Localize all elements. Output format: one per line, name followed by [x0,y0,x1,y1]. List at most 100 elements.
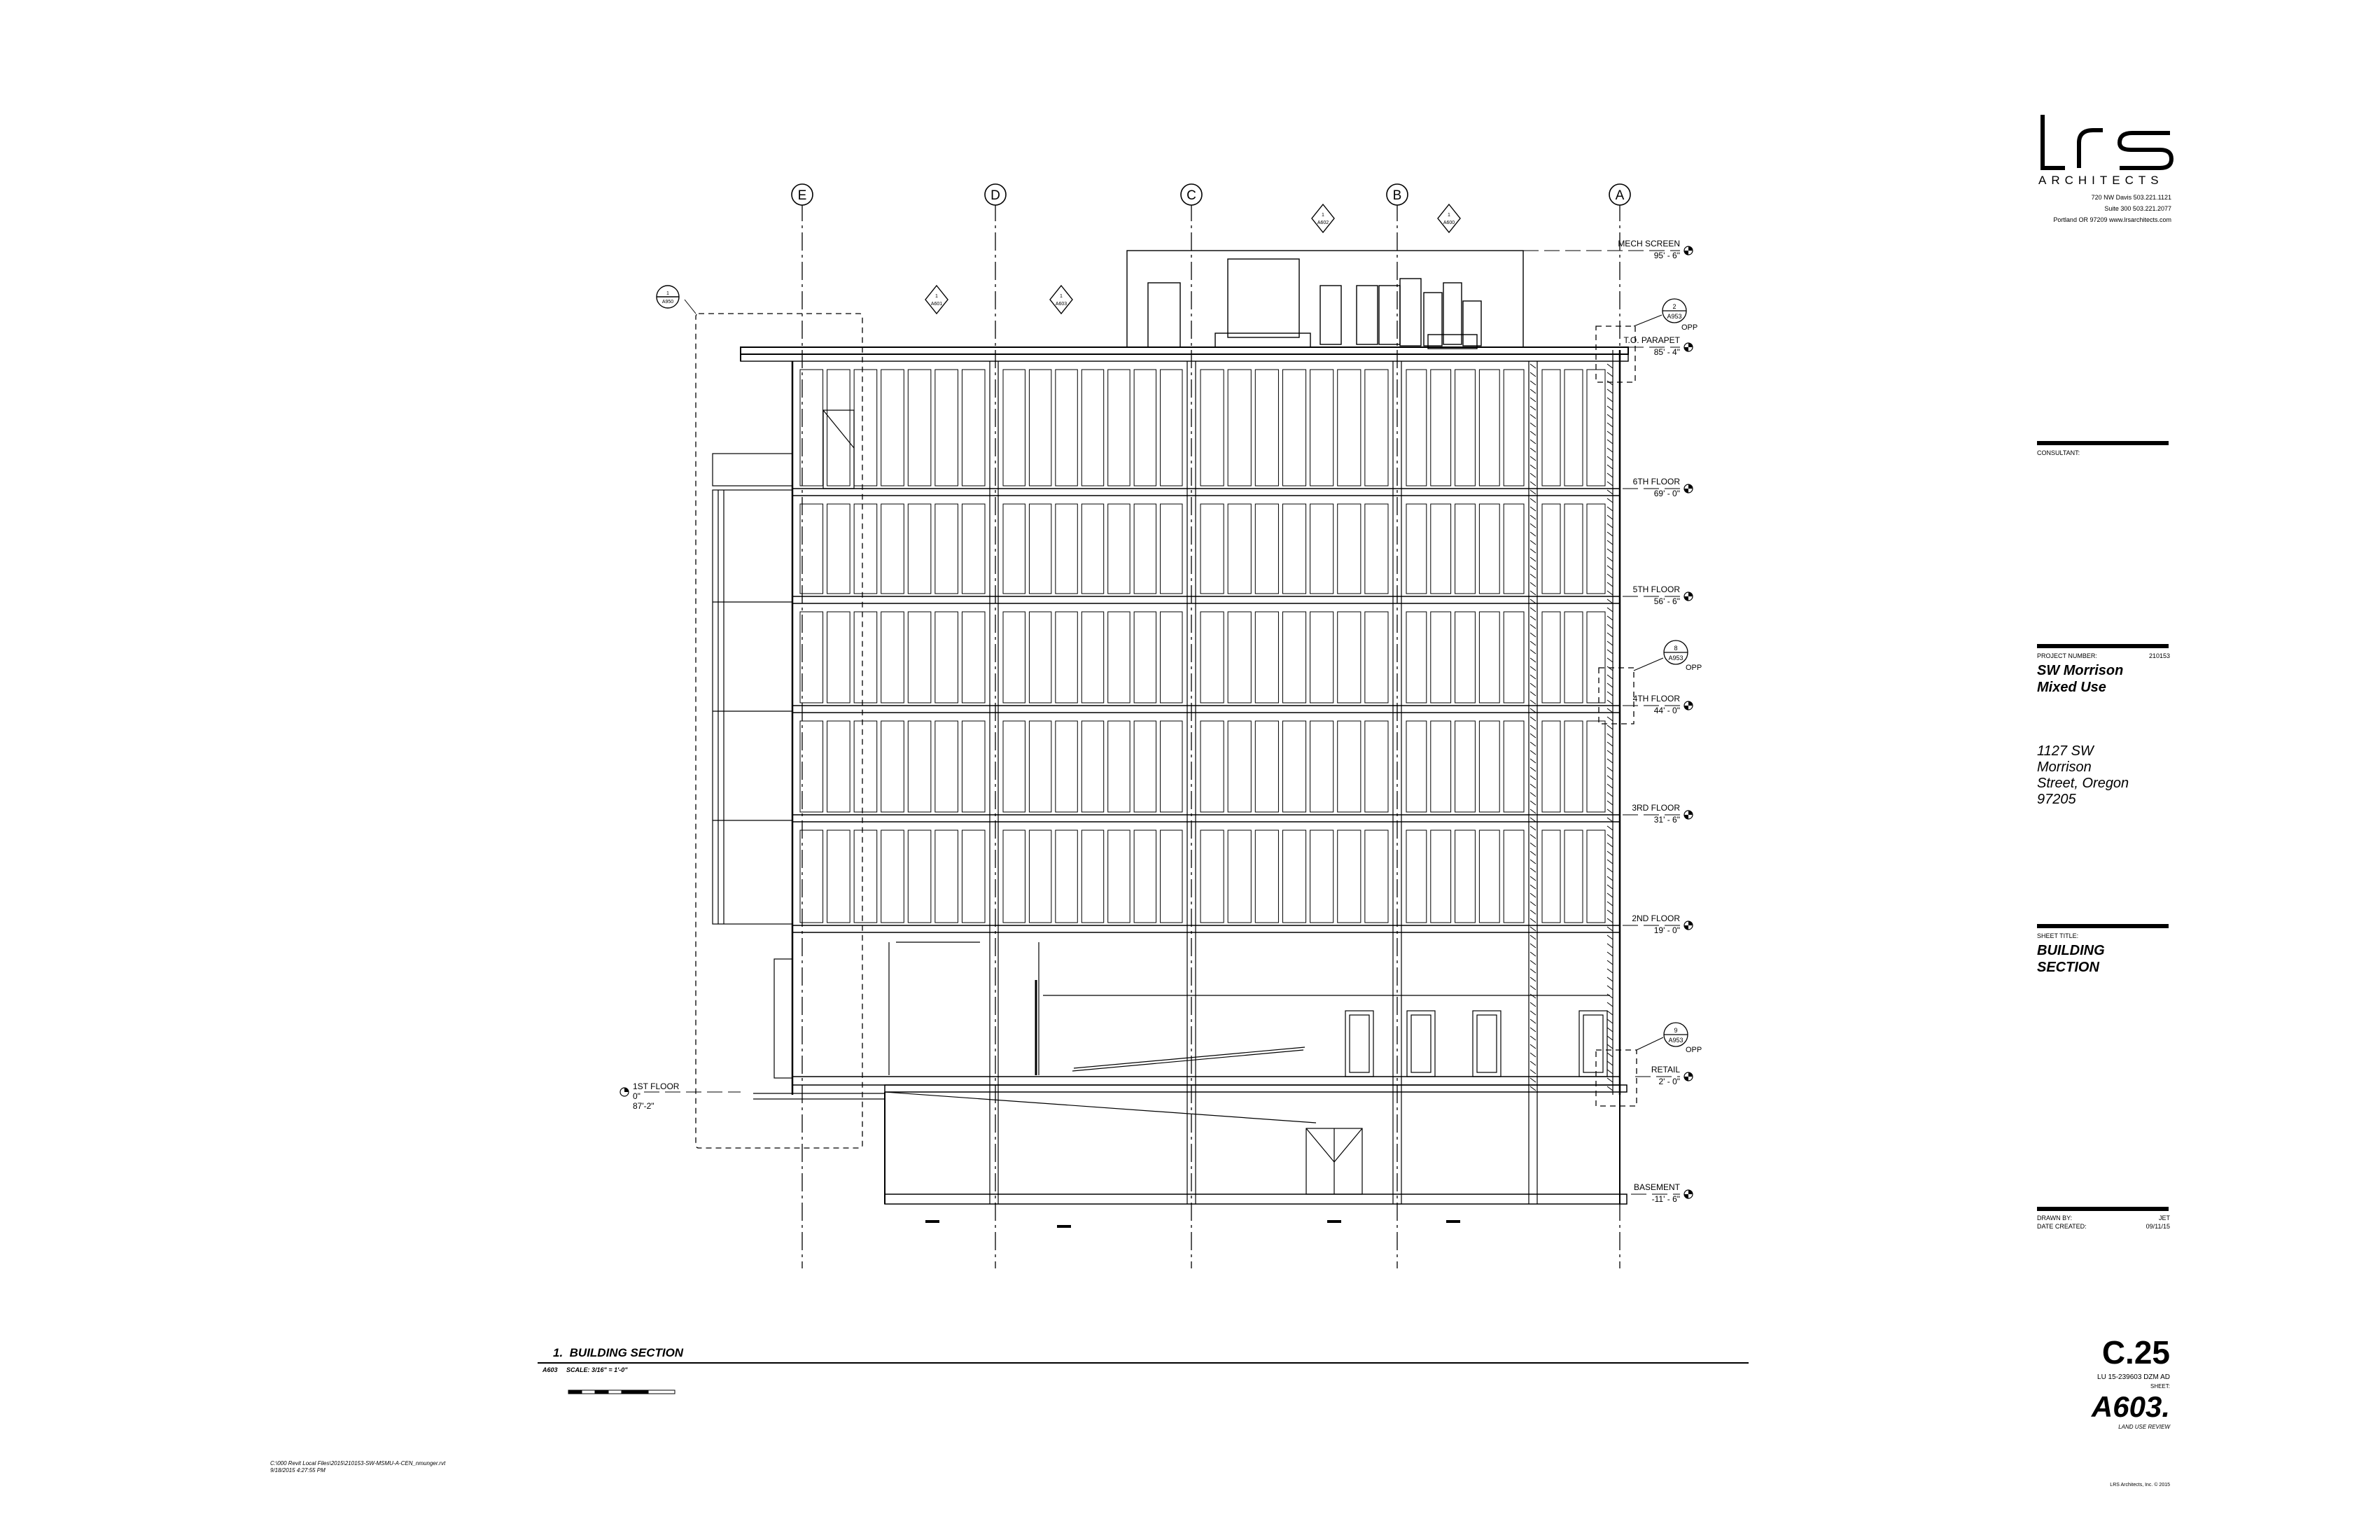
wall-hatch-mark [1530,800,1536,806]
level-elev: 44' - 0" [1654,706,1680,715]
window-panel [1254,720,1279,813]
project-number: 210153 [2148,652,2170,659]
window-panel [1364,720,1389,813]
wall-hatch-mark [1606,439,1614,444]
wall-hatch-mark [1530,439,1536,444]
wall-hatch-mark [1606,985,1614,990]
wall-hatch-mark [1530,531,1536,537]
window-panel [1503,830,1525,923]
wall-hatch-mark [1606,582,1614,587]
wall-hatch-mark [1606,607,1614,612]
window-panel [1227,503,1252,594]
window-panel [1430,611,1452,704]
wall-hatch-mark [1606,1035,1614,1041]
wall-hatch-mark [1606,1002,1614,1007]
wall-hatch-mark [1606,1077,1614,1083]
project-address-line: Street, Oregon [2037,776,2129,791]
window-panel [1455,611,1476,704]
wall-hatch-mark [1606,380,1614,386]
level-marker-quadrant [1688,246,1693,251]
wall-hatch-mark [1530,1044,1536,1049]
drawing-title: 1. BUILDING SECTION [553,1346,683,1360]
window-panel [1364,503,1389,594]
window-panel [1430,503,1452,594]
window-panel [799,720,824,813]
wall-hatch-mark [1530,380,1536,386]
wall-hatch-mark [1530,699,1536,705]
window-panel [1337,369,1362,486]
wall-hatch-mark [1606,817,1614,822]
level-marker-quadrant [1684,596,1688,601]
window-panel [1478,503,1500,594]
window-panel [961,720,986,813]
level-marker-quadrant [1684,347,1688,351]
wall-hatch-mark [1530,414,1536,419]
wall-hatch-mark [1530,456,1536,461]
wall-hatch-mark [1606,699,1614,705]
review-note: LAND USE REVIEW [2118,1424,2170,1430]
wall-hatch-mark [1530,1018,1536,1024]
level-marker-quadrant [1688,343,1693,347]
wall-hatch-mark [1530,808,1536,814]
project-number-label: PROJECT NUMBER: [2037,652,2097,659]
drawing-title-rule [538,1362,1749,1364]
wall-hatch-mark [1606,1052,1614,1058]
elev-tag-num: 1 [935,294,938,299]
window-panel [1455,720,1476,813]
window-panel [1282,830,1307,923]
window-panel [1081,369,1105,486]
level-name: 1ST FLOOR [633,1082,680,1091]
window-panel [799,830,824,923]
sheet-title-label: SHEET TITLE: [2037,932,2079,939]
window-panel [1337,720,1362,813]
wall-hatch-mark [1530,615,1536,621]
window-panel [1503,611,1525,704]
wall-hatch-mark [1530,909,1536,915]
window-panel [1028,830,1052,923]
wall-hatch-mark [1606,850,1614,856]
detail-ref-sheet: A953 [1667,313,1681,320]
first-floor-label: 1ST FLOOR 0" 87'-2" [633,1082,680,1111]
window-panel [1002,611,1026,704]
mech-screen [1126,250,1524,348]
window-panel [1055,720,1078,813]
window-panel [881,830,904,923]
level-name: 6TH FLOOR [1633,477,1681,486]
wall-hatch-mark [1606,758,1614,764]
window-panel [1227,720,1252,813]
wall-hatch-mark [1606,867,1614,873]
wall-hatch-mark [1530,632,1536,638]
ground-floor [753,410,1610,1195]
window-panel [1227,369,1252,486]
wall-hatch-mark [1530,514,1536,520]
wall-hatch-mark [1606,960,1614,965]
drawing-sheet-ref: A603 [542,1366,558,1373]
window-panel [1107,720,1130,813]
wall-hatch-mark [1530,1035,1536,1041]
window-panel [907,503,932,594]
detail-ref-num: 8 [1674,645,1677,652]
level-name: 3RD FLOOR [1632,803,1680,813]
sheet-title-line1: BUILDING [2037,943,2105,958]
wall-hatch-mark [1606,750,1614,755]
window-panel [1055,503,1078,594]
window-panel [907,369,932,486]
window-panel [1541,720,1561,813]
window-panel [853,369,878,486]
window-panel [1430,720,1452,813]
detail-ref-sheet: A953 [1668,654,1683,662]
lrs-logo [2040,115,2174,170]
level-name: 5TH FLOOR [1633,584,1681,594]
window-panel [1337,611,1362,704]
window-panel [1200,369,1224,486]
wall-hatch-mark [1606,666,1614,671]
window-panel [1254,830,1279,923]
window-panel [1282,369,1307,486]
wall-hatch-mark [1530,1027,1536,1032]
wall-hatch-mark [1530,867,1536,873]
drawing-scale-text: SCALE: 3/16" = 1'-0" [566,1366,628,1373]
window-panel [1478,611,1500,704]
wall-hatch-mark [1606,674,1614,680]
window-panel [1564,369,1583,486]
